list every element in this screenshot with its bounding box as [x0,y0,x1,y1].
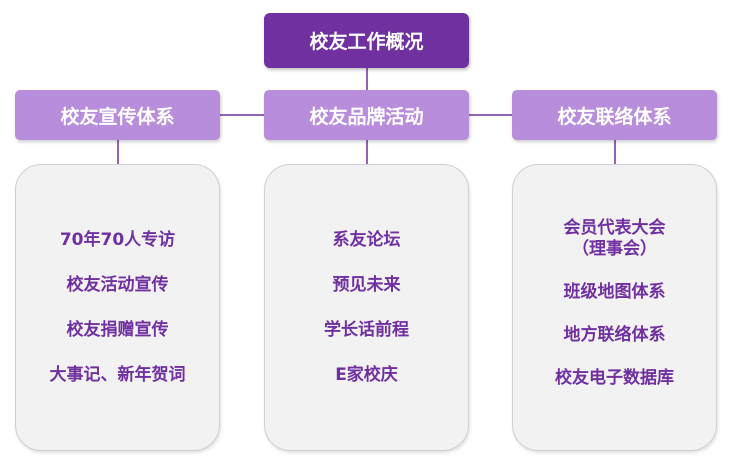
branch-node-title: 校友联络体系 [557,105,672,128]
list-item: 校友电子数据库 [555,368,674,388]
branch-node-title: 校友品牌活动 [309,105,424,128]
liaison-items-panel: 会员代表大会 （理事会） 班级地图体系 地方联络体系 校友电子数据库 [512,164,717,451]
list-item-two-line: 会员代表大会 （理事会） [564,218,666,260]
list-item: E家校庆 [335,365,398,385]
list-item-line: （理事会） [572,239,657,259]
list-item: 学长话前程 [324,320,409,340]
list-item: 校友活动宣传 [66,275,169,295]
list-item: 校友捐赠宣传 [66,320,169,340]
list-item: 地方联络体系 [563,325,666,345]
publicity-items-panel: 70年70人专访 校友活动宣传 校友捐赠宣传 大事记、新年贺词 [15,164,220,451]
branch-node-brand-activities: 校友品牌活动 [264,90,469,140]
list-item: 系友论坛 [332,230,401,250]
list-item: 班级地图体系 [563,282,666,302]
list-item: 70年70人专访 [59,230,176,250]
list-item-line: 会员代表大会 [563,218,666,238]
root-node-title: 校友工作概况 [309,31,424,53]
list-item: 预见未来 [332,275,401,295]
branch-node-liaison: 校友联络体系 [512,90,717,140]
root-node: 校友工作概况 [264,13,469,68]
branch-node-title: 校友宣传体系 [60,105,175,128]
list-item: 大事记、新年贺词 [49,365,186,385]
branch-node-publicity: 校友宣传体系 [15,90,220,140]
brand-activities-items-panel: 系友论坛 预见未来 学长话前程 E家校庆 [264,164,469,451]
